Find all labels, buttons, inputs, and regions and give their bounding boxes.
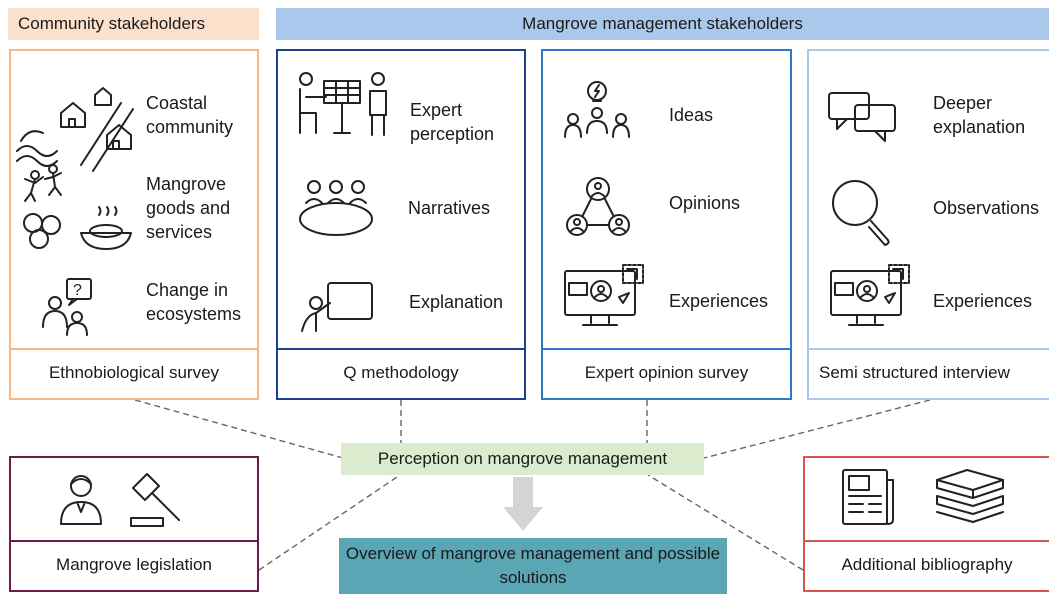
mangrove-legislation-box: Mangrove legislation bbox=[9, 456, 259, 592]
coastal-community-icon bbox=[16, 87, 134, 202]
expert-perception-icon bbox=[299, 72, 387, 136]
semi-structured-interview-box: Deeper explanation Observations Experien… bbox=[807, 49, 1049, 400]
mangrove-legislation-label: Mangrove legislation bbox=[11, 540, 257, 590]
deeper-explanation-label: Deeper explanation bbox=[933, 93, 1026, 137]
opinions-label: Opinions bbox=[669, 193, 741, 213]
magnifier-icon bbox=[832, 180, 890, 246]
connector-bibliography bbox=[647, 474, 804, 571]
expert-opinion-survey-box: Ideas Opinions Experiences Expert opinio… bbox=[541, 49, 792, 400]
ethnobiological-survey-label: Ethnobiological survey bbox=[11, 348, 257, 398]
gavel-icon bbox=[130, 473, 180, 527]
mangrove-management-stakeholders-header: Mangrove management stakeholders bbox=[276, 8, 1049, 40]
explanation-icon bbox=[301, 282, 373, 332]
ethnobiological-survey-box: Coastal community Mangrove goods and ser… bbox=[9, 49, 259, 400]
overview-box: Overview of mangrove management and poss… bbox=[339, 538, 727, 594]
down-arrow-icon bbox=[503, 477, 543, 531]
observations-label: Observations bbox=[933, 198, 1040, 218]
connector-legislation bbox=[258, 474, 401, 571]
q-methodology-label: Q methodology bbox=[278, 348, 524, 398]
judge-icon bbox=[60, 475, 102, 525]
community-stakeholders-header: Community stakeholders bbox=[8, 8, 259, 40]
chat-bubbles-icon bbox=[828, 92, 896, 142]
narratives-icon bbox=[299, 180, 373, 236]
explanation-label: Explanation bbox=[409, 292, 504, 312]
connector-semi bbox=[703, 399, 931, 459]
experiences-label: Experiences bbox=[933, 291, 1033, 311]
mangrove-goods-label: Mangrove goods and services bbox=[146, 174, 231, 242]
experiences-icon bbox=[564, 264, 644, 326]
change-in-ecosystems-icon: ? bbox=[42, 278, 92, 336]
expert-opinion-survey-label: Expert opinion survey bbox=[543, 348, 790, 398]
ideas-label: Ideas bbox=[669, 105, 714, 125]
semi-structured-interview-label: Semi structured interview bbox=[809, 348, 1049, 398]
coastal-community-label: Coastal community bbox=[146, 93, 234, 137]
books-icon bbox=[936, 469, 1004, 523]
additional-bibliography-box: Additional bibliography bbox=[803, 456, 1049, 592]
change-in-ecosystems-label: Change in ecosystems bbox=[146, 280, 242, 324]
experiences-label: Experiences bbox=[669, 291, 769, 311]
expert-perception-label: Expert perception bbox=[410, 100, 495, 144]
perception-box: Perception on mangrove management bbox=[341, 443, 704, 475]
opinions-icon bbox=[566, 177, 630, 236]
newspaper-icon bbox=[842, 469, 894, 525]
ideas-icon bbox=[564, 81, 630, 138]
additional-bibliography-label: Additional bibliography bbox=[805, 540, 1049, 590]
mangrove-goods-icon bbox=[23, 206, 132, 250]
svg-text:?: ? bbox=[73, 282, 82, 299]
narratives-label: Narratives bbox=[408, 198, 491, 218]
experiences-icon bbox=[830, 264, 910, 326]
q-methodology-box: Expert perception Narratives Explanation… bbox=[276, 49, 526, 400]
connector-community bbox=[134, 399, 344, 459]
